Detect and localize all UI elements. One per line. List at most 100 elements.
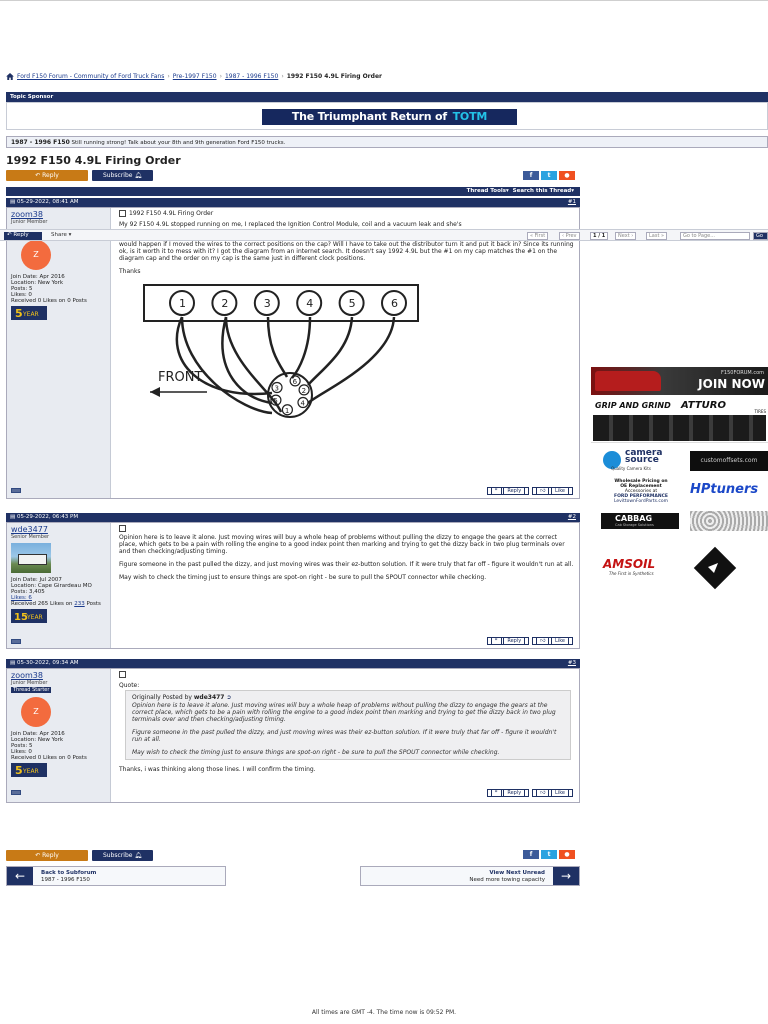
username-link[interactable]: wde3477 [11, 525, 48, 534]
forum-description: 1987 - 1996 F150 Still running strong! T… [6, 136, 768, 148]
username-link[interactable]: zoom38 [11, 671, 43, 680]
arrow-left-icon: ← [7, 867, 33, 885]
bottom-reply-button[interactable]: ↶ Reply [6, 850, 88, 861]
first-page-button[interactable]: « First [527, 232, 549, 240]
user-options-icon[interactable] [11, 639, 21, 644]
post-date-text: 05-29-2022, 06:43 PM [16, 514, 79, 520]
post-reply-button[interactable]: ❞ Reply [487, 789, 530, 797]
amsoil-ad[interactable]: AMSOIL The First in Synthetics [601, 555, 681, 579]
go-button[interactable]: Go [753, 232, 768, 240]
atturo-tire-ad[interactable]: GRIP AND GRIND ATTURO TIRES [591, 399, 768, 443]
camera-text: camera [625, 448, 663, 458]
received-likes-link[interactable]: 233 [74, 601, 85, 607]
reply-icon: ↶ [35, 172, 41, 179]
quote-text: May wish to check the timing just to ens… [132, 749, 500, 756]
svg-text:5: 5 [15, 764, 23, 777]
reddit-icon[interactable]: ● [559, 171, 575, 180]
post-date-text: 05-29-2022, 08:41 AM [16, 199, 79, 205]
view-next-unread-link[interactable]: View Next Unread Need more towing capaci… [360, 866, 580, 886]
engine-block-outline [143, 284, 419, 322]
join-now-ad[interactable]: F150FORUM.com JOIN NOW [591, 367, 768, 395]
hptuners-text: HPtuners [690, 482, 759, 497]
facebook-icon[interactable]: f [523, 850, 539, 859]
received-likes: Received 0 Likes on 0 Posts [11, 298, 87, 304]
post-2: wde3477 Senior Member Join Date: Jul 200… [6, 522, 580, 649]
post-number[interactable]: #3 [567, 660, 576, 666]
post-like-button[interactable]: 👍︎ Like [532, 789, 573, 797]
sticky-share-button[interactable]: Share ▾ [48, 232, 74, 240]
cylinder-3 [253, 290, 280, 316]
home-icon[interactable] [6, 73, 14, 80]
likes-link[interactable]: Likes: 6 [11, 595, 32, 601]
next-page-button[interactable]: Next › [615, 232, 637, 240]
breadcrumb-forum-link[interactable]: Ford F150 Forum - Community of Ford Truc… [17, 73, 165, 80]
thread-tools-link[interactable]: Thread Tools [466, 188, 507, 194]
cabbag-ad[interactable]: CABBAG Cab Storage Solutions [601, 513, 679, 529]
camera-source-ad[interactable]: camera source Quality Camera Kits [601, 449, 681, 473]
site-name: F150FORUM.com [721, 370, 764, 376]
avatar[interactable]: Z [21, 240, 51, 270]
back-title: Back to Subforum [41, 870, 97, 876]
post-like-button[interactable]: 👍︎ Like [532, 487, 573, 495]
document-icon [119, 210, 126, 217]
calendar-icon: ▤ [10, 660, 16, 666]
grip-text: GRIP AND GRIND [595, 401, 671, 410]
post-number[interactable]: #1 [567, 199, 576, 205]
truck-image [595, 371, 661, 391]
post-like-button[interactable]: 👍︎ Like [532, 637, 573, 645]
post-content: Opinion here is to leave it alone. Just … [115, 523, 579, 589]
levittown-ford-ad[interactable]: Wholesale Pricing on OE Replacement Acce… [601, 479, 681, 505]
prev-page-button[interactable]: ‹ Prev [559, 232, 580, 240]
bottom-subscribe-button[interactable]: Subscribe 🔔︎ [92, 850, 153, 861]
post-number[interactable]: #2 [567, 514, 576, 520]
reply-button[interactable]: ↶ Reply [6, 170, 88, 181]
plug-wire [291, 316, 312, 379]
thumbs-up-icon: 👍︎ [536, 789, 550, 797]
location: Location: New York [11, 737, 64, 743]
post-date-text: 05-30-2022, 09:34 AM [16, 660, 79, 666]
breadcrumb-subforum-link[interactable]: 1987 - 1996 F150 [224, 73, 279, 80]
reddit-icon[interactable]: ● [559, 850, 575, 859]
wheels-ad[interactable] [690, 511, 768, 531]
avatar[interactable]: Z [21, 697, 51, 727]
user-options-icon[interactable] [11, 488, 21, 493]
twitter-icon[interactable]: t [541, 171, 557, 180]
goto-page-input[interactable]: Go to Page... [680, 232, 750, 240]
twitter-icon[interactable]: t [541, 850, 557, 859]
hptuners-ad[interactable]: HPtuners [690, 480, 768, 502]
subscribe-button[interactable]: Subscribe 🔔︎ [92, 170, 153, 181]
diamond-logo-ad[interactable] [690, 543, 740, 593]
quote-by-text: Originally Posted by [132, 694, 192, 701]
username-link[interactable]: zoom38 [11, 210, 43, 219]
quote-text: Opinion here is to leave it alone. Just … [132, 702, 556, 723]
topic-sponsor-header: Topic Sponsor [6, 92, 768, 102]
search-thread-link[interactable]: Search this Thread [512, 188, 572, 194]
customoffsets-ad[interactable]: customoffsets.com [690, 451, 768, 471]
post-content: Quote: Originally Posted by wde3477 ➲ Op… [115, 669, 579, 781]
user-avatar-truck[interactable] [11, 543, 51, 573]
plug-wire [224, 316, 283, 413]
post-text: Thanks, i was thinking along those lines… [119, 766, 316, 773]
sidebar-ads: F150FORUM.com JOIN NOW GRIP AND GRIND AT… [591, 367, 768, 599]
facebook-icon[interactable]: f [523, 171, 539, 180]
join-now-text: JOIN NOW [698, 377, 765, 391]
back-to-subforum-link[interactable]: ← Back to Subforum 1987 - 1996 F150 [6, 866, 226, 886]
view-post-icon[interactable]: ➲ [226, 694, 232, 701]
forum-name: 1987 - 1996 F150 [11, 139, 70, 146]
post-count: Posts: 5 [11, 743, 33, 749]
sponsor-banner[interactable]: The Triumphant Return of TOTM [262, 109, 517, 125]
post-reply-label: Reply [503, 637, 526, 645]
location: Location: Cape Girardeau MO [11, 583, 92, 589]
post-reply-button[interactable]: ❞ Reply [487, 487, 530, 495]
last-page-button[interactable]: Last » [646, 232, 668, 240]
next-label: Next [618, 233, 630, 239]
source-text: source [625, 455, 659, 465]
sticky-reply-button[interactable]: ↶ Reply [4, 232, 42, 240]
post-reply-label: Reply [503, 789, 526, 797]
post-reply-button[interactable]: ❞ Reply [487, 637, 530, 645]
user-options-icon[interactable] [11, 790, 21, 795]
breadcrumb-pre1997-link[interactable]: Pre-1997 F150 [172, 73, 217, 80]
